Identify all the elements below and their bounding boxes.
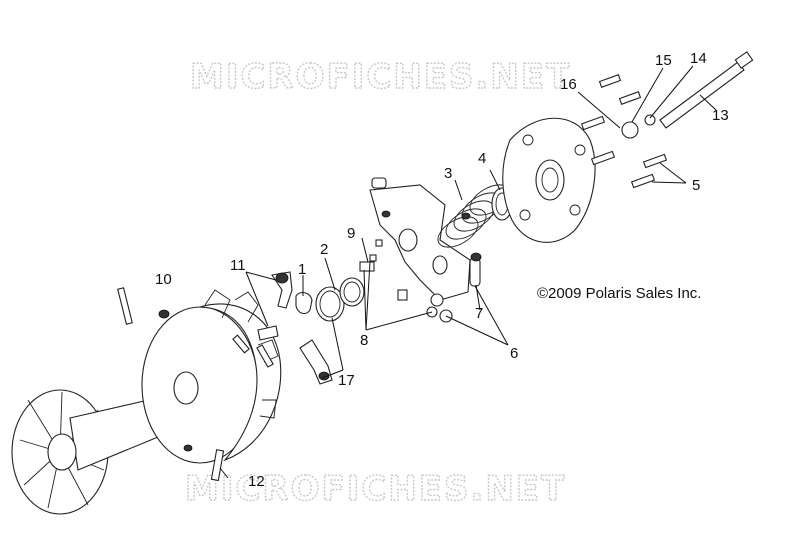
watermark-top: MICROFICHES.NET xyxy=(190,57,571,97)
leader-lines xyxy=(219,65,717,479)
callout-1: 1 xyxy=(298,261,306,278)
callout-10: 10 xyxy=(155,271,172,288)
watermark-bottom: MICROFICHES.NET xyxy=(185,469,566,509)
callout-6: 6 xyxy=(510,345,518,362)
callout-12: 12 xyxy=(248,473,265,490)
callout-labels: 1 2 3 4 5 6 7 8 9 10 11 12 13 14 15 16 1… xyxy=(155,50,729,490)
copyright-notice: ©2009 Polaris Sales Inc. xyxy=(537,285,701,302)
part-2-rings xyxy=(315,277,365,322)
small-nut-bottom xyxy=(183,444,193,452)
callout-11: 11 xyxy=(230,257,246,274)
callout-4: 4 xyxy=(478,150,486,167)
callout-15: 15 xyxy=(655,52,672,69)
part-3-spring xyxy=(437,184,511,248)
part-1-bushing xyxy=(295,291,313,315)
part-9-pins xyxy=(359,239,383,272)
part-11-weights xyxy=(232,271,293,368)
part-13-long-bolt xyxy=(659,61,745,129)
callout-9: 9 xyxy=(347,225,355,242)
moveable-sheave xyxy=(141,289,282,464)
callout-8: 8 xyxy=(360,332,368,349)
cover-plate xyxy=(502,117,596,243)
pin-top-left xyxy=(117,287,133,325)
callout-17: 17 xyxy=(338,372,355,389)
callout-16: 16 xyxy=(560,76,577,93)
callout-7: 7 xyxy=(475,305,483,322)
spider-bracket xyxy=(369,177,471,301)
bolts xyxy=(580,74,668,189)
callout-3: 3 xyxy=(444,165,452,182)
part-12-bolt xyxy=(210,449,225,482)
callout-5: 5 xyxy=(692,177,700,194)
part-10-nut xyxy=(158,309,170,319)
part-7-pin xyxy=(469,252,482,287)
callout-2: 2 xyxy=(320,241,328,258)
washers-15-14 xyxy=(621,114,656,139)
callout-13: 13 xyxy=(712,107,729,124)
callout-14: 14 xyxy=(690,50,707,67)
